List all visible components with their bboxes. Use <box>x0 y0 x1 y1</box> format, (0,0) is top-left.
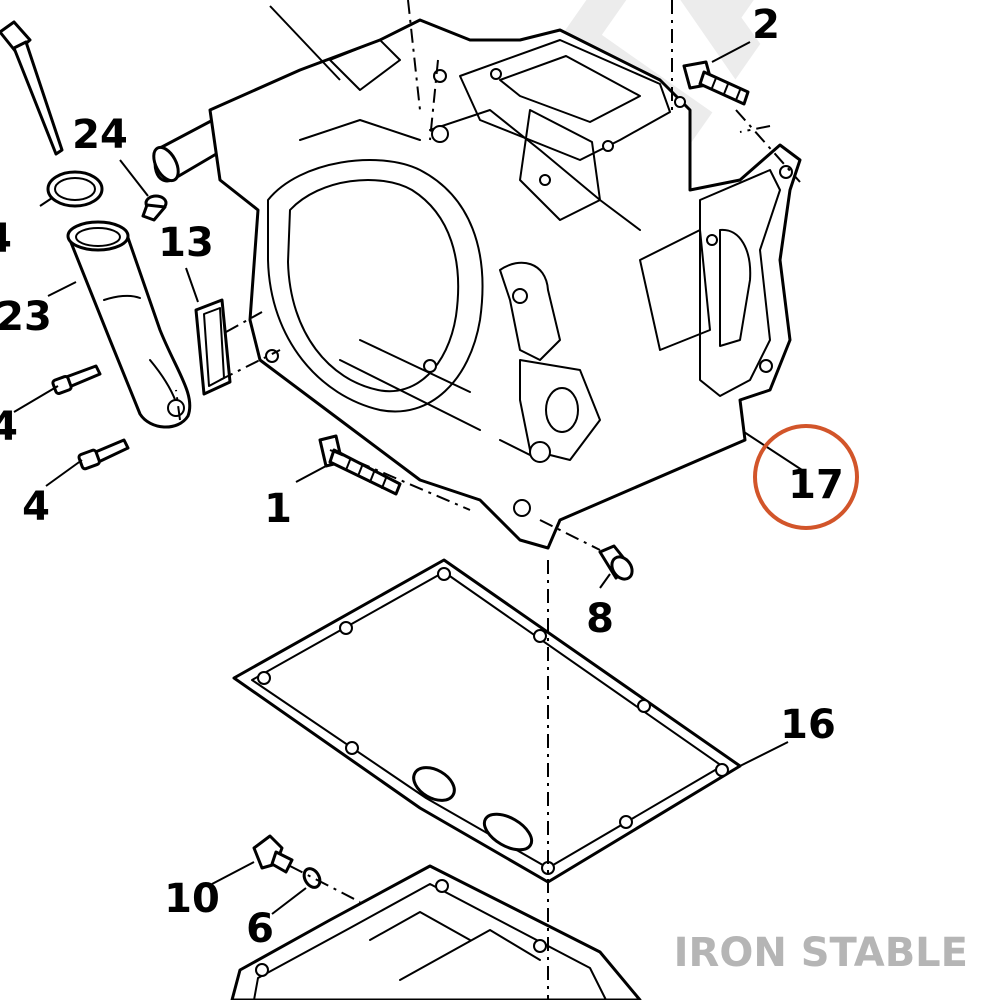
dipstick <box>0 20 64 156</box>
callout-24: 24 <box>72 112 128 158</box>
callout-23: 23 <box>0 294 52 340</box>
bolt-4a <box>51 364 102 395</box>
callout-16: 16 <box>780 702 836 748</box>
gasket-16 <box>232 558 742 884</box>
callout-17: 17 <box>788 462 844 508</box>
filler-tube-23 <box>66 220 192 429</box>
fitting-10 <box>252 834 294 874</box>
callout-1: 1 <box>264 486 292 532</box>
brand-label: IRON STABLE <box>674 930 968 976</box>
callout-2: 2 <box>752 2 780 48</box>
callout-13: 13 <box>158 220 214 266</box>
callout-6: 6 <box>246 906 274 952</box>
bolt-4b <box>77 438 130 471</box>
oil-pan <box>230 864 642 1000</box>
bolt-2 <box>682 60 750 106</box>
center-lines <box>175 0 801 1000</box>
leader-lines <box>13 5 803 915</box>
seal-13 <box>194 298 232 396</box>
oil-tank-housing-17 <box>152 18 802 550</box>
callout-4-lower: 4 <box>22 484 50 530</box>
small-bolt <box>141 194 168 222</box>
callout-8: 8 <box>586 596 614 642</box>
highlight-circle <box>753 424 859 530</box>
washer-6 <box>302 867 322 889</box>
callout-4-upper: 4 <box>0 404 18 450</box>
callout-4-edge: 4 <box>0 216 12 262</box>
callout-10: 10 <box>164 876 220 922</box>
dowel-8 <box>598 544 634 581</box>
